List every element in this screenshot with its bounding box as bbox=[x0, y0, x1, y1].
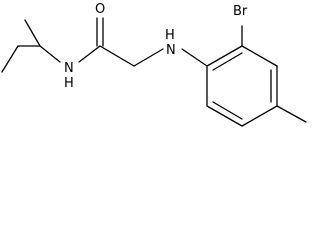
ring-bond-c5-c6 bbox=[206, 105, 243, 127]
ring-double-c5-c6 bbox=[212, 101, 243, 120]
chemical-structure: O N H H N Br bbox=[1, 2, 307, 127]
ring-bond-c2-c3 bbox=[241, 45, 278, 67]
bond-nh-ring bbox=[181, 48, 208, 67]
amine-hydrogen-label: H bbox=[165, 28, 175, 43]
ring-double-c1-c2 bbox=[212, 52, 243, 71]
bond-carbonyl-ch2 bbox=[99, 45, 135, 67]
bond-ch2-nh bbox=[133, 48, 164, 67]
bond-ch-n bbox=[39, 45, 61, 63]
ring-bond-c1-c2 bbox=[206, 45, 243, 67]
oxygen-label: O bbox=[95, 2, 105, 17]
amide-nitrogen-label: N bbox=[64, 61, 74, 76]
bond-ethyl-ch3-ch2 bbox=[1, 45, 19, 73]
bromine-label: Br bbox=[233, 4, 248, 19]
amine-nitrogen-label: N bbox=[166, 43, 176, 58]
bond-ch-methyl bbox=[24, 19, 41, 47]
bond-ring-methyl bbox=[276, 105, 307, 123]
amide-hydrogen-label: H bbox=[64, 76, 74, 91]
bond-n-carbonyl bbox=[78, 45, 101, 63]
ring-bond-c4-c5 bbox=[241, 105, 278, 127]
